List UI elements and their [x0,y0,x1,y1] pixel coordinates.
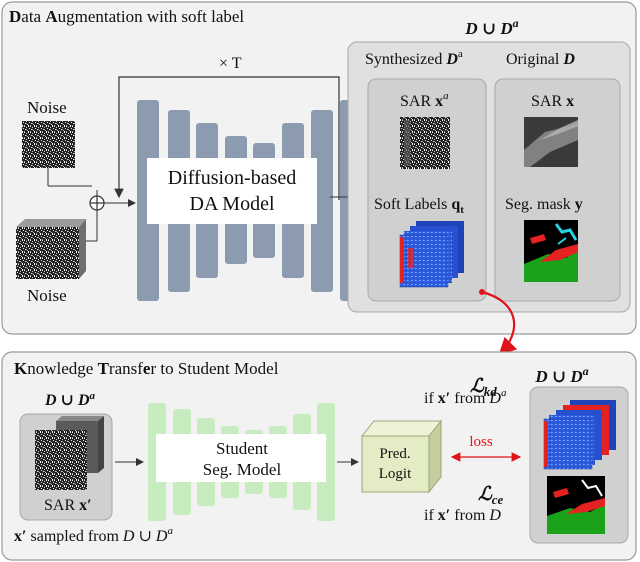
sar-synth-label: SAR xa [400,90,449,110]
repeat-loop-arrow [114,76,340,200]
soft-labels-stack [399,221,464,288]
kd-condition: if x′ from Da [424,387,507,407]
logit-line1: Pred. [379,446,410,462]
student-model-box [156,434,326,482]
bottom-panel-title: Knowledge Transfer to Student Model [14,359,279,378]
sar-input-label: SAR x′ [44,497,92,514]
student-unet [148,403,335,521]
diffusion-unet [137,100,362,301]
loss-label: loss [469,434,493,450]
dataset-to-kd-arrow [481,290,518,356]
student-line2: Seg. Model [203,460,282,479]
seg-mask-image [524,220,578,282]
synth-title: Synthesized Da [365,48,463,68]
diffusion-model-box [147,158,317,224]
repeat-label: × T [219,55,242,72]
orig-title: Original D [506,51,575,68]
sar-orig-label: SAR x [531,93,574,110]
noise-cube-bottom [16,227,79,279]
student-line1: Student [216,439,268,458]
noise-cube-top-face [16,219,86,227]
noise-top-label: Noise [27,98,67,117]
target-seg-mask [547,476,605,534]
logit-line2: Logit [379,466,412,482]
input-union-label: D ∪ Da [44,390,96,409]
loss-ce-label: ℒce [478,484,503,507]
target-soft-labels [543,400,616,470]
sar-input-image [35,430,87,490]
sampled-from-label: x′ sampled from D ∪ Da [14,525,173,545]
loss-kd-label: ℒkd [470,376,497,399]
seg-mask-label: Seg. mask y [505,196,583,213]
ce-condition: if x′ from D [424,507,501,524]
top-panel-title: Data Augmentation with soft label [9,7,244,26]
noise-image-top [22,121,75,168]
pred-logit-cube [360,419,443,494]
diffusion-model-line2: DA Model [190,193,275,215]
diffusion-model-line1: Diffusion-based [168,167,297,189]
soft-labels-label: Soft Labels qt [374,196,464,216]
top-union-label: D ∪ Da [464,16,518,38]
noise-bottom-label: Noise [27,286,67,305]
noise-cube-side-face [79,219,86,279]
right-union-label: D ∪ Da [534,364,588,386]
